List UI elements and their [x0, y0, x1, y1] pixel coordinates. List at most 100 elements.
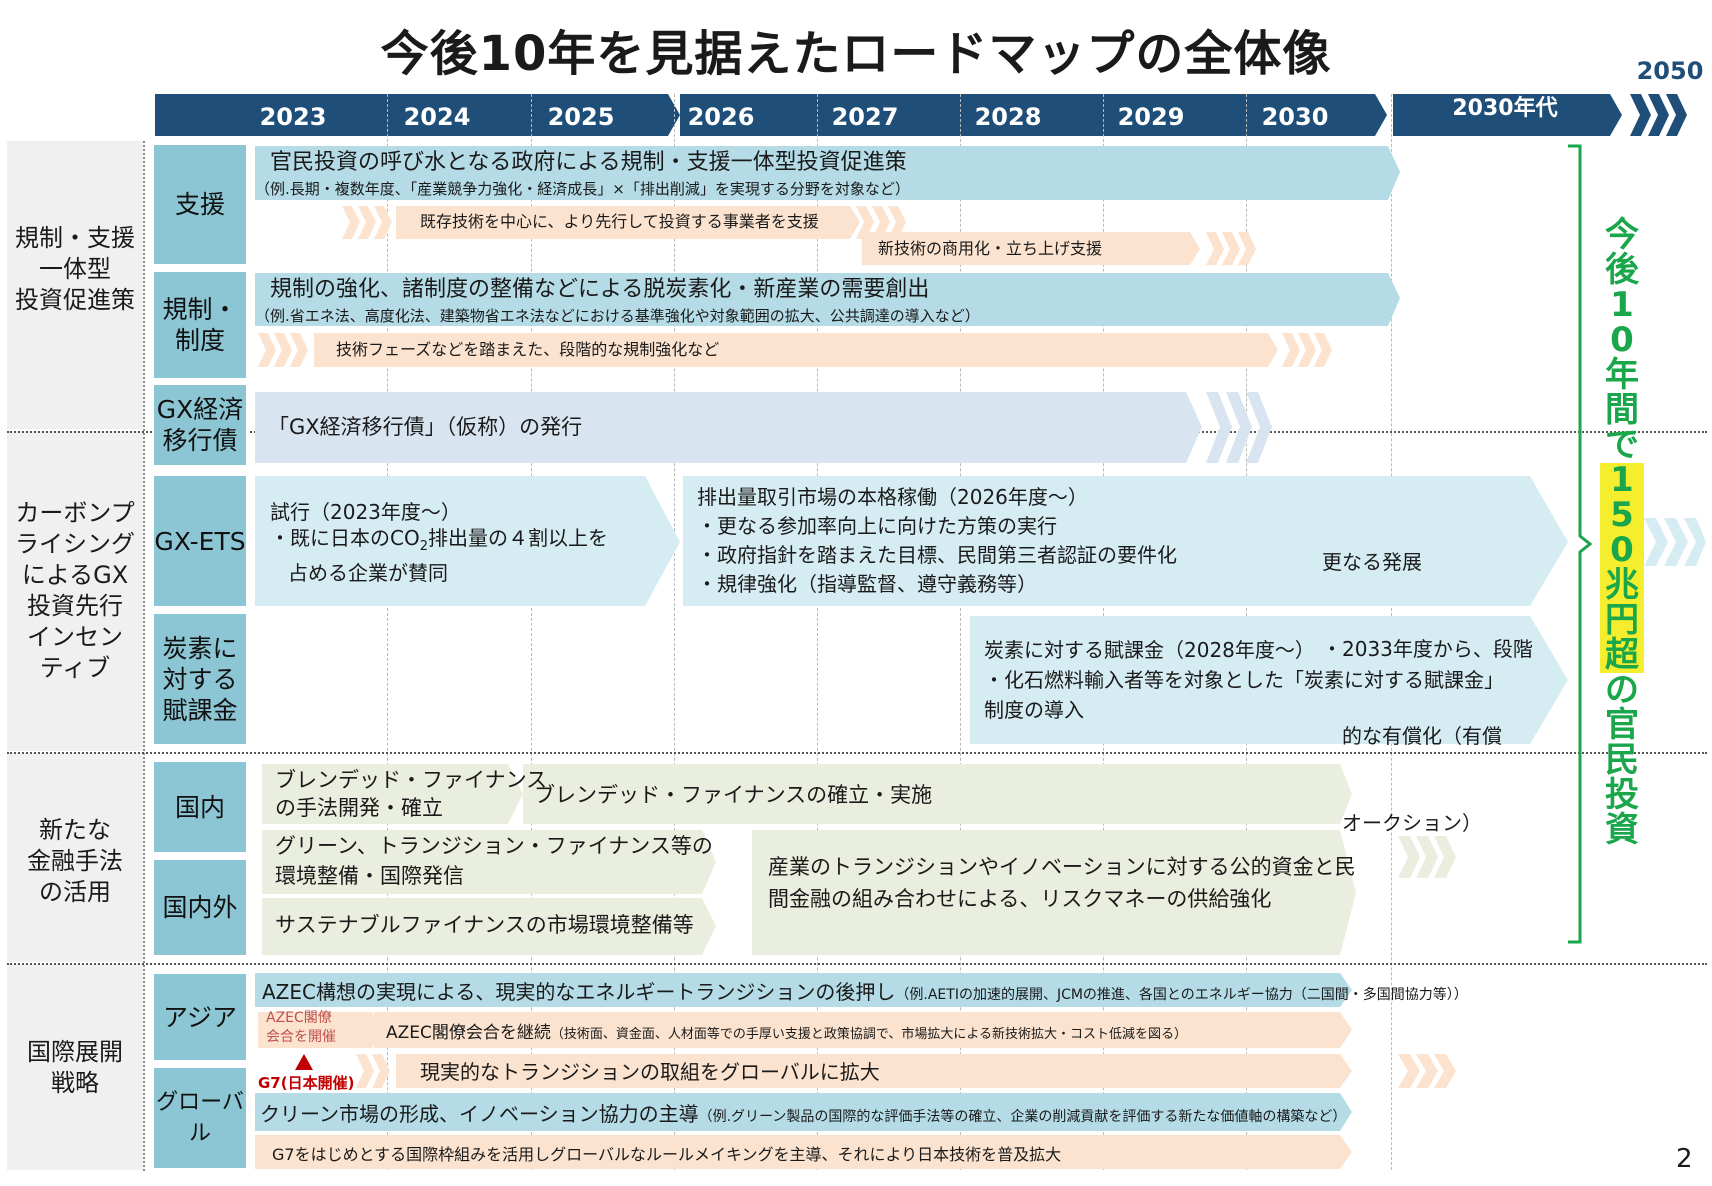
category-label-finance: 新たな 金融手法 の活用: [7, 815, 143, 908]
subcategory-label: 国内外: [162, 893, 238, 922]
bar-levy: [970, 616, 1568, 744]
chevron: [1434, 836, 1456, 878]
text-global-transition: 現実的なトランジションの取組をグローバルに拡大: [420, 1060, 880, 1084]
text-kisei-main: 規制の強化、諸制度の整備などによる脱炭素化・新産業の需要創出: [270, 277, 930, 302]
statement-char: 超: [1605, 635, 1639, 675]
chevron: [1684, 518, 1706, 566]
statement-char: 間: [1605, 390, 1639, 430]
category-line: インセン: [27, 623, 123, 651]
statement-char: 1: [1610, 460, 1634, 500]
text-kisei-main-sub: （例.省エネ法、高度化法、建築物省エネ法などにおける基準強化や対象範囲の拡大、公…: [255, 307, 980, 325]
category-line: ティブ: [39, 654, 111, 682]
g7-triangle-icon: [295, 1054, 313, 1070]
ets-full-line: ・政府指針を踏まえた目標、民間第三者認証の要件化: [697, 543, 1177, 567]
year-2028: 2028: [974, 103, 1042, 131]
category-line: の活用: [39, 878, 111, 906]
bar-green: [262, 830, 716, 894]
chevron: [1282, 333, 1300, 367]
grid-line: [531, 94, 532, 1170]
text-risk: 産業のトランジションやイノベーションに対する公的資金と民 間金融の組み合わせによ…: [768, 851, 1356, 915]
header-chevron-2: [1648, 94, 1669, 136]
chevron: [1416, 1054, 1438, 1088]
statement-char: 民: [1605, 740, 1639, 780]
year-2025: 2025: [547, 103, 615, 131]
chevron: [356, 1054, 374, 1088]
chevron: [1246, 392, 1272, 463]
category-line: 金融手法: [27, 847, 123, 875]
chevron: [1416, 836, 1438, 878]
ets-trial-title: 試行（2023年度～）: [270, 500, 461, 524]
year-2026: 2026: [687, 103, 755, 131]
ets-trial-line1b: 排出量の４割以上を: [428, 526, 608, 550]
subcategory-shien: 支援: [152, 143, 248, 266]
chevron: [1644, 518, 1668, 566]
statement-highlight: 1 5 0 兆 円 超: [1600, 463, 1644, 673]
category-line: 戦略: [51, 1069, 99, 1097]
bar-shien-main: [255, 146, 1400, 200]
levy-line: ・化石燃料輸入者等を対象とした「炭素に対する賦課金」: [984, 668, 1504, 692]
azec-continue-text: AZEC閣僚会合を継続: [386, 1023, 551, 1043]
text-shien-existing: 既存技術を中心に、より先行して投資する事業者を支援: [420, 212, 819, 231]
azec-meeting-line: 会合を開催: [266, 1029, 336, 1045]
header-arrow-2026-2030: [680, 94, 1387, 136]
text-g7-rules: G7をはじめとする国際枠組みを活用しグローバルなルールメイキングを主導、それによ…: [272, 1145, 1062, 1164]
page-title: 今後10年を見据えたロードマップの全体像: [380, 26, 1332, 82]
ets-full-line: ・規律強化（指導監督、遵守義務等）: [697, 572, 1037, 596]
bar-global-transition: [396, 1054, 1352, 1088]
category-line: 新たな: [39, 816, 111, 844]
grid-line: [674, 94, 675, 1170]
text-azec-continue: AZEC閣僚会合を継続（技術面、資金面、人材面等での手厚い支援と政策協調で、市場…: [386, 1018, 1187, 1043]
bar-kisei-phase: [314, 333, 1278, 367]
subcategory-kisei: 規制・制度: [152, 270, 248, 380]
subcategory-levy: 炭素に対する賦課金: [152, 612, 248, 746]
chevron: [372, 1054, 390, 1088]
bar-ets-trial: [255, 476, 680, 606]
grid-line: [143, 141, 145, 1171]
category-line: 国際展開: [27, 1038, 123, 1066]
statement-char: 年: [1605, 355, 1639, 395]
ets-full-line: ・更なる参加率向上に向けた方策の実行: [697, 514, 1057, 538]
blended-dev-line: ブレンデッド・ファイナンス: [275, 768, 548, 792]
text-shien-main: 官民投資の呼び水となる政府による規制・支援一体型投資促進策: [270, 150, 907, 175]
ets-trial-line2: 占める企業が賛同: [288, 561, 448, 585]
blended-dev-line: の手法開発・確立: [275, 796, 443, 820]
chevron: [1314, 333, 1332, 367]
year-2027: 2027: [831, 103, 899, 131]
category-bg-intl: [7, 964, 143, 1170]
risk-line: 産業のトランジションやイノベーションに対する公的資金と民: [768, 855, 1356, 879]
green-market-sub: （例.グリーン製品の国際的な評価手法等の確立、企業の削減貢献を評価する新たな価値…: [698, 1109, 1347, 1125]
subcategory-label: 国内: [174, 792, 225, 822]
ets-further-line: ・2033年度から、段階: [1322, 637, 1533, 661]
ets-trial-line1a: ・既に日本のCO: [270, 526, 420, 550]
year-2024: 2024: [403, 103, 471, 131]
category-bg-finance: [7, 753, 143, 962]
category-line: 規制・支援: [15, 224, 135, 252]
ets-trial-subscript: 2: [419, 539, 428, 554]
chevron: [290, 333, 308, 367]
category-bg-regulation: [7, 141, 143, 429]
statement-char: 5: [1610, 495, 1634, 535]
statement-char: 1: [1610, 285, 1634, 325]
year-2023: 2023: [259, 103, 327, 131]
chevron: [358, 206, 376, 239]
subcategory-asia: アジア: [152, 972, 248, 1062]
bar-shien-new: [862, 232, 1200, 265]
text-blended-impl: ブレンデッド・ファイナンスの確立・実施: [534, 783, 933, 807]
bar-kisei-main: [255, 273, 1400, 326]
text-gxbond: 「GX経済移行債」（仮称）の発行: [268, 415, 583, 439]
chevron: [1238, 232, 1256, 265]
text-ets-trial: 試行（2023年度～） ・既に日本のCO2排出量の４割以上を 占める企業が賛同: [270, 499, 608, 586]
text-shien-new: 新技術の商用化・立ち上げ支援: [878, 239, 1103, 258]
text-azec-main: AZEC構想の実現による、現実的なエネルギートランジションの後押し（例.AETI…: [262, 976, 1468, 1005]
category-line: 一体型: [39, 255, 111, 283]
chevron: [1298, 333, 1316, 367]
category-label-carbon: カーボンプ ライシング によるGX 投資先行 インセン ティブ: [7, 498, 143, 684]
bar-ets-full: [683, 476, 1568, 606]
text-green: グリーン、トランジション・ファイナンス等の 環境整備・国際発信: [275, 831, 713, 891]
statement-char: 0: [1610, 320, 1634, 360]
statement-char: 後: [1605, 250, 1639, 290]
category-label-intl: 国際展開 戦略: [7, 1037, 143, 1099]
statement-char: の: [1605, 670, 1639, 710]
chevron: [1434, 1054, 1456, 1088]
